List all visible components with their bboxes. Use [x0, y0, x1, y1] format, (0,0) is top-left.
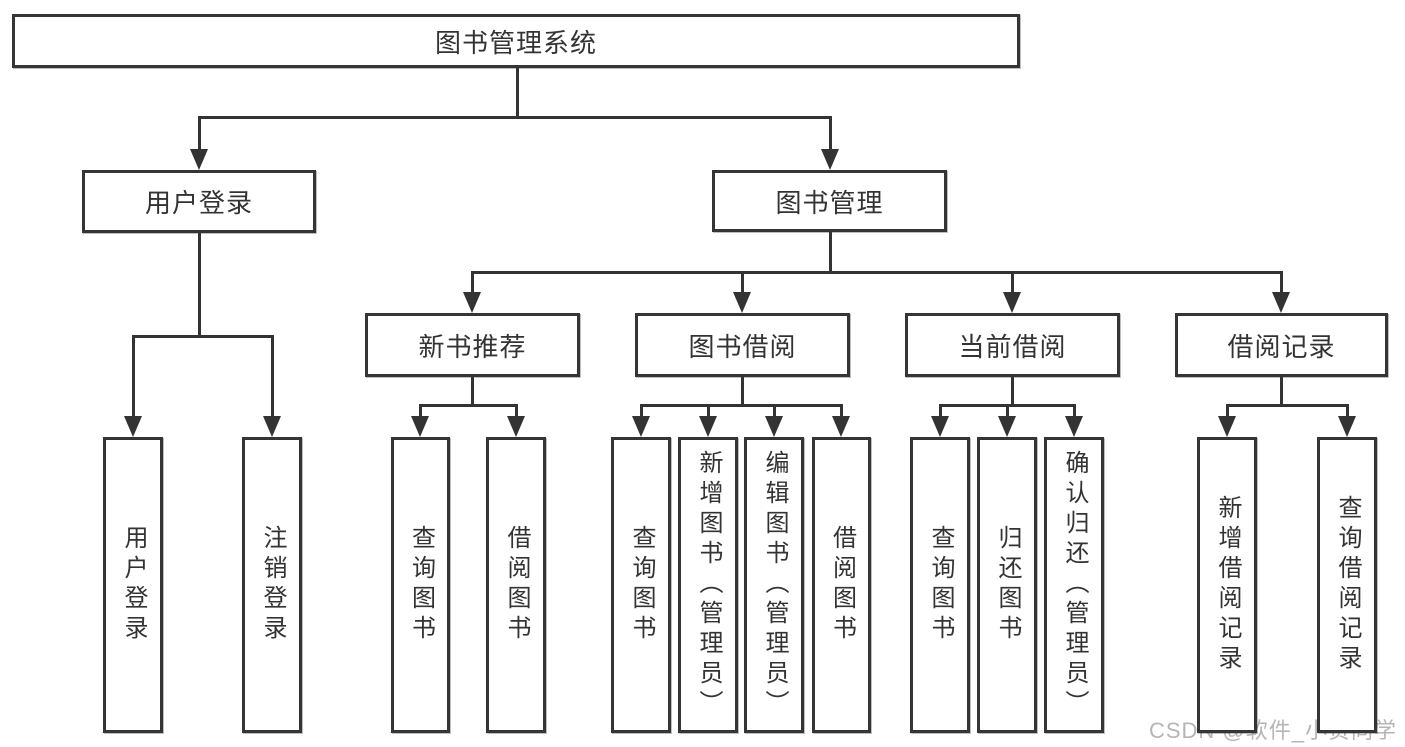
- node-label: 借阅图书: [503, 525, 530, 645]
- node-label: 新增借阅记录: [1214, 495, 1241, 675]
- node-label: 图书管理: [775, 187, 884, 218]
- connector-hline: [197, 115, 832, 119]
- arrow-down-icon: [733, 292, 751, 313]
- connector-vline: [1010, 377, 1014, 405]
- node-label: 用户登录: [120, 525, 147, 645]
- node-book-management: 图书管理: [712, 170, 947, 232]
- node-label: 用户登录: [144, 188, 253, 218]
- arrow-down-icon: [699, 416, 717, 437]
- connector-hline: [131, 334, 274, 338]
- connector-vline: [938, 405, 942, 418]
- node-label: 确认归还（管理员）: [1061, 450, 1088, 720]
- connector-hline: [470, 270, 1283, 274]
- node-label: 归还图书: [994, 525, 1021, 645]
- connector-vline: [197, 233, 201, 336]
- connector-vline: [839, 405, 843, 418]
- arrow-down-icon: [821, 149, 839, 170]
- node-label: 图书借阅: [688, 331, 797, 362]
- node-add-books-admin: 新增图书（管理员）: [678, 437, 738, 733]
- node-label: 新书推荐: [418, 331, 527, 362]
- connector-vline: [1279, 272, 1283, 294]
- connector-vline: [828, 232, 832, 272]
- node-return-books: 归还图书: [977, 437, 1037, 733]
- arrow-down-icon: [124, 416, 142, 437]
- arrow-down-icon: [931, 416, 949, 437]
- arrow-down-icon: [507, 416, 525, 437]
- connector-vline: [1005, 405, 1009, 418]
- node-user-login-menu: 用户登录: [82, 170, 316, 233]
- connector-vline: [828, 117, 832, 151]
- node-query-books-a: 查询图书: [391, 437, 450, 733]
- arrow-down-icon: [190, 149, 208, 170]
- arrow-down-icon: [1338, 416, 1356, 437]
- node-edit-books-admin: 编辑图书（管理员）: [744, 437, 804, 733]
- connector-vline: [1345, 405, 1349, 418]
- node-label: 图书管理系统: [434, 27, 597, 58]
- node-label: 查询图书: [628, 525, 655, 645]
- connector-vline: [1225, 405, 1229, 418]
- node-book-borrowing: 图书借阅: [635, 313, 850, 377]
- node-label: 借阅记录: [1227, 331, 1336, 362]
- node-confirm-return-admin: 确认归还（管理员）: [1044, 437, 1104, 733]
- node-current-borrowing: 当前借阅: [905, 313, 1120, 377]
- connector-hline: [418, 403, 518, 407]
- arrow-down-icon: [632, 416, 650, 437]
- node-label: 借阅图书: [828, 525, 856, 645]
- arrow-down-icon: [1003, 292, 1021, 313]
- node-root: 图书管理系统: [12, 14, 1020, 68]
- node-query-borrow-record: 查询借阅记录: [1317, 437, 1377, 733]
- node-borrow-books-a: 借阅图书: [486, 437, 546, 733]
- arrow-down-icon: [998, 416, 1016, 437]
- node-label: 查询图书: [927, 525, 954, 645]
- connector-vline: [740, 272, 744, 294]
- node-add-borrow-record: 新增借阅记录: [1197, 437, 1257, 733]
- connector-vline: [740, 377, 744, 405]
- arrow-down-icon: [463, 292, 481, 313]
- node-new-book-recommend: 新书推荐: [365, 313, 580, 377]
- connector-vline: [772, 405, 776, 418]
- connector-vline: [470, 377, 474, 405]
- connector-vline: [514, 405, 518, 418]
- arrow-down-icon: [411, 416, 429, 437]
- node-label: 查询图书: [407, 525, 435, 645]
- connector-vline: [470, 272, 474, 294]
- node-borrowing-records: 借阅记录: [1175, 313, 1388, 377]
- node-query-books-c: 查询图书: [910, 437, 970, 733]
- node-label: 编辑图书（管理员）: [761, 450, 788, 720]
- node-user-login: 用户登录: [103, 437, 163, 733]
- arrow-down-icon: [1272, 292, 1290, 313]
- node-label: 当前借阅: [958, 331, 1067, 362]
- connector-vline: [1279, 377, 1283, 405]
- connector-hline: [1225, 403, 1349, 407]
- node-query-books-b: 查询图书: [611, 437, 671, 733]
- arrow-down-icon: [1218, 416, 1236, 437]
- node-logout-login: 注销登录: [242, 437, 302, 733]
- connector-vline: [270, 336, 274, 418]
- arrow-down-icon: [263, 416, 281, 437]
- node-label: 注销登录: [259, 525, 286, 645]
- connector-vline: [706, 405, 710, 418]
- connector-vline: [131, 336, 135, 418]
- arrow-down-icon: [765, 416, 783, 437]
- connector-vline: [639, 405, 643, 418]
- connector-vline: [1010, 272, 1014, 294]
- arrow-down-icon: [1065, 416, 1083, 437]
- connector-vline: [1072, 405, 1076, 418]
- connector-vline: [515, 68, 519, 117]
- connector-hline: [639, 403, 843, 407]
- node-borrow-books-b: 借阅图书: [812, 437, 871, 733]
- connector-vline: [197, 117, 201, 151]
- node-label: 新增图书（管理员）: [695, 450, 722, 720]
- connector-vline: [418, 405, 422, 418]
- node-label: 查询借阅记录: [1334, 495, 1361, 675]
- arrow-down-icon: [832, 416, 850, 437]
